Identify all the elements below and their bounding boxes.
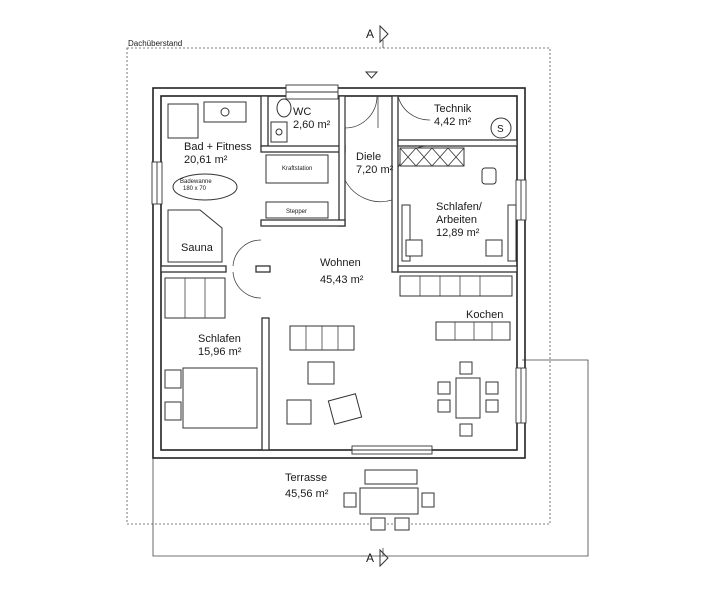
- interior-walls: [160, 95, 518, 451]
- wc-fixtures: [270, 98, 292, 143]
- stepper: [265, 201, 329, 219]
- stepper-label: Stepper: [286, 209, 307, 215]
- room-schlafen-area: 15,96 m²: [198, 346, 242, 358]
- room-diele-name: Diele: [356, 151, 381, 163]
- room-technik-name: Technik: [434, 103, 472, 115]
- boiler-label: S: [497, 124, 504, 135]
- room-bad-area: 20,61 m²: [184, 154, 228, 166]
- sauna-bench: [167, 209, 223, 263]
- bathtub: [172, 173, 238, 201]
- roof-overhang-outline: [126, 47, 551, 525]
- kitchen-counter: [399, 275, 513, 341]
- room-diele-area: 7,20 m²: [356, 164, 394, 176]
- room-wohnen-name: Wohnen: [320, 257, 361, 269]
- section-arrow-bottom-icon: [379, 548, 389, 568]
- room-schlafen-arbeiten-name1: Schlafen/: [436, 201, 483, 213]
- bedroom-furniture: [164, 277, 258, 429]
- room-sauna-name: Sauna: [181, 242, 214, 254]
- office-furniture: [401, 204, 517, 262]
- living-furniture: [286, 325, 363, 425]
- room-bad-name: Bad + Fitness: [184, 141, 252, 153]
- section-arrow-top-icon: [379, 24, 389, 44]
- bathroom-fixtures: Badewanne 180 x 70 Kraftstation Stepper: [167, 101, 329, 263]
- room-wc-area: 2,60 m²: [293, 119, 331, 131]
- room-terrasse-name: Terrasse: [285, 472, 327, 484]
- windows: [151, 84, 527, 455]
- technik-fixtures: S: [399, 117, 512, 185]
- boiler: [490, 117, 512, 139]
- bathtub-size: 180 x 70: [183, 186, 207, 192]
- room-schlafen-arbeiten-area: 12,89 m²: [436, 227, 480, 239]
- dining-table: [437, 361, 499, 437]
- kraftstation: [265, 154, 329, 184]
- section-marker-bottom: A: [366, 551, 374, 565]
- room-schlafen-arbeiten-name2: Arbeiten: [436, 214, 477, 226]
- room-labels: Bad + Fitness 20,61 m² WC 2,60 m² Techni…: [181, 103, 503, 500]
- room-technik-area: 4,42 m²: [434, 116, 472, 128]
- section-line: A A: [152, 24, 589, 568]
- north-triangle-icon: [364, 71, 379, 79]
- room-schlafen-name: Schlafen: [198, 333, 241, 345]
- kraftstation-label: Kraftstation: [282, 166, 312, 172]
- roof-overhang-label: Dachüberstand: [128, 39, 182, 48]
- room-wc-name: WC: [293, 106, 311, 118]
- terrace-furniture: [343, 469, 435, 531]
- room-kochen-name: Kochen: [466, 309, 503, 321]
- room-wohnen-area: 45,43 m²: [320, 274, 364, 286]
- bathtub-label: Badewanne: [180, 179, 212, 185]
- wardrobe: [399, 147, 465, 167]
- room-terrasse-area: 45,56 m²: [285, 488, 329, 500]
- section-marker-top: A: [366, 27, 374, 41]
